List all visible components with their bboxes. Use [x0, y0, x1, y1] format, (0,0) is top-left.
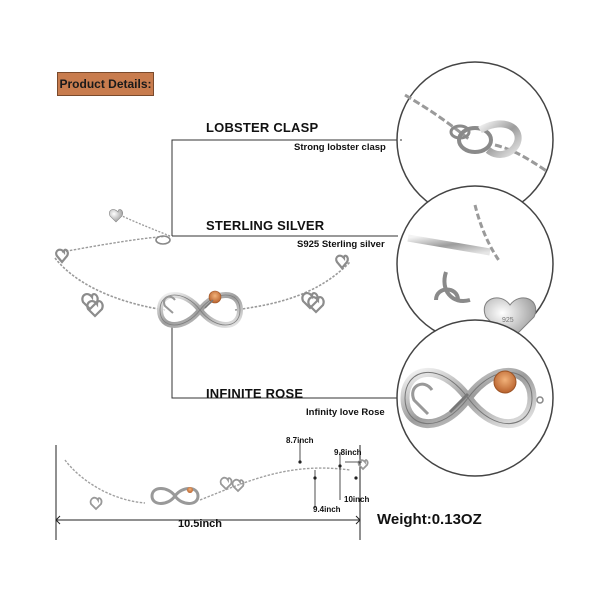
zoom-circle-rose	[396, 319, 554, 477]
dimension-label-9-8: 9.8inch	[334, 448, 362, 457]
side-hearts-right	[301, 254, 349, 314]
weight-label: Weight:0.13OZ	[377, 511, 482, 528]
bracelet-chain	[54, 257, 166, 311]
side-hearts-left	[55, 248, 104, 318]
product-details-badge: Product Details:	[57, 72, 154, 96]
total-length-label: 10.5inch	[178, 518, 223, 530]
bracelet-chain-right	[234, 261, 351, 311]
bracelet-heart-tag	[109, 209, 123, 223]
size-chain-right	[199, 467, 351, 501]
feature-subtitle-sterling-silver: S925 Sterling silver	[297, 239, 385, 250]
callout-line-rose	[171, 322, 400, 399]
dimension-label-8-7: 8.7inch	[286, 436, 314, 445]
feature-title-sterling-silver: STERLING SILVER	[206, 218, 325, 233]
feature-subtitle-lobster-clasp: Strong lobster clasp	[294, 142, 386, 153]
feature-title-lobster-clasp: LOBSTER CLASP	[206, 120, 319, 135]
infinity-heart-loop	[163, 295, 176, 314]
callout-lines	[171, 139, 400, 399]
dimension-label-9-4: 9.4inch	[313, 505, 341, 514]
size-chain-left	[64, 459, 146, 504]
bracelet-chain-upper	[61, 235, 171, 253]
extension-chain	[117, 213, 171, 237]
zoom-circle-silver: 925	[396, 185, 554, 343]
feature-subtitle-infinite-rose: Infinity love Rose	[306, 407, 385, 418]
size-diagram	[55, 440, 369, 540]
main-bracelet	[54, 209, 351, 328]
feature-title-infinite-rose: INFINITE ROSE	[206, 386, 304, 401]
rose-zoom-icon	[493, 370, 517, 394]
zoom-circle-clasp	[396, 61, 554, 219]
dimension-label-10: 10inch	[344, 495, 370, 504]
callout-line-clasp	[171, 139, 400, 236]
stamp-text: 925	[502, 317, 514, 324]
bracelet-clasp	[155, 235, 171, 245]
